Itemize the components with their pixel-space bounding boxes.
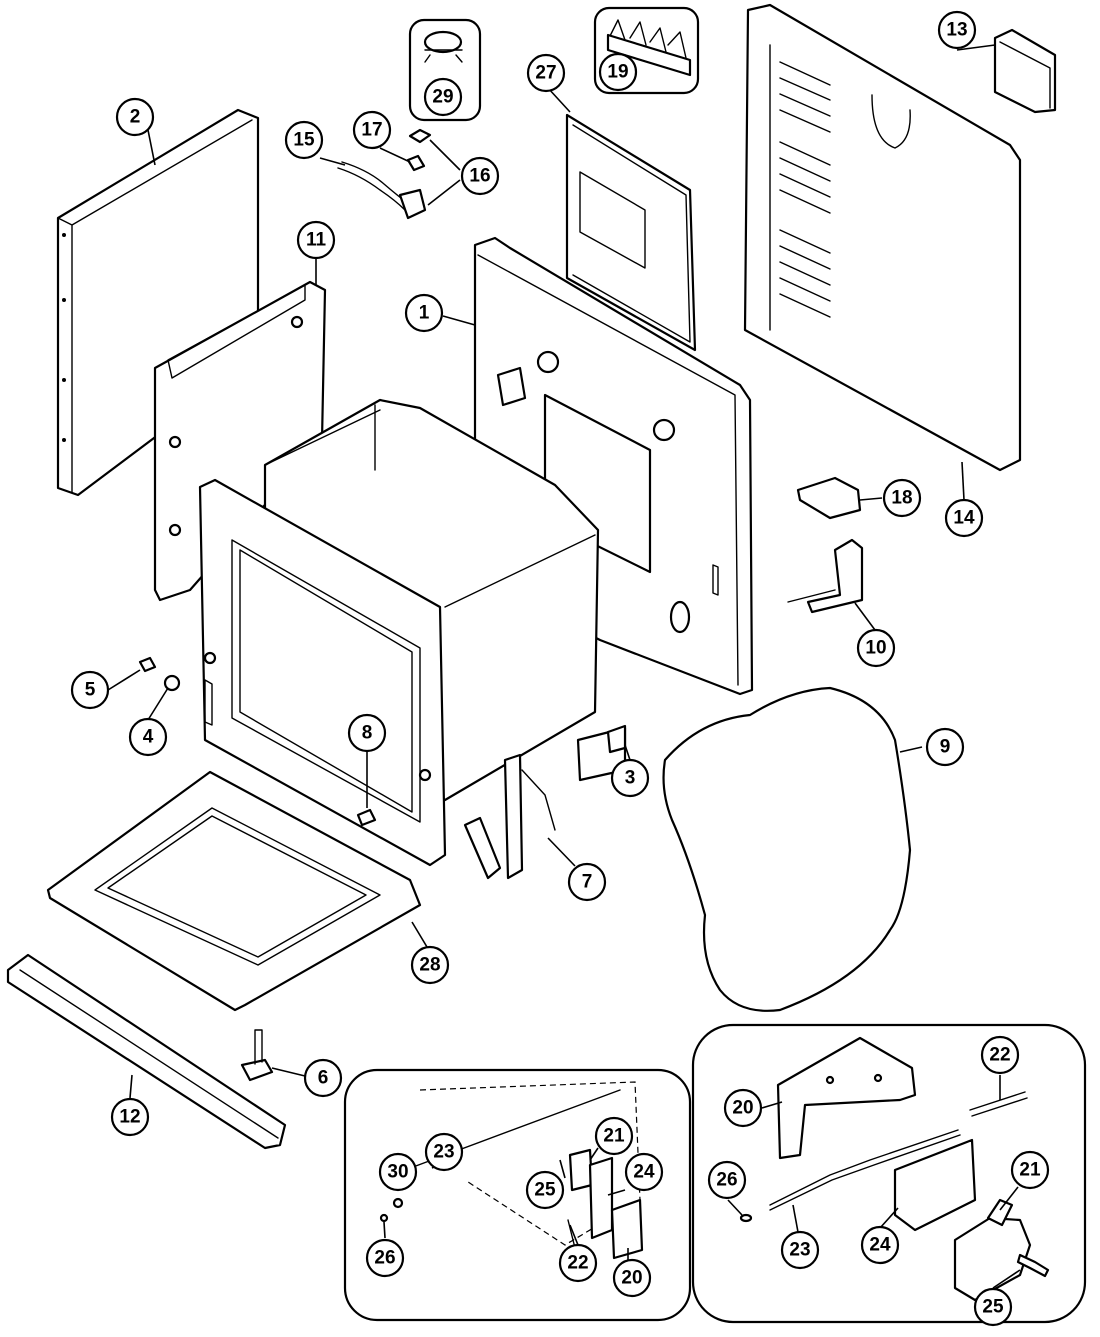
svg-text:12: 12: [119, 1107, 140, 1128]
svg-text:22: 22: [989, 1045, 1010, 1066]
svg-text:23: 23: [433, 1142, 454, 1163]
inset-lock-assembly-b: [691, 1023, 1087, 1324]
callout-19: 19: [598, 52, 638, 92]
callout-5: 5: [70, 670, 110, 710]
part-front-rail: [6, 953, 287, 1150]
callout-26-inset-b: 26: [707, 1160, 747, 1200]
svg-text:20: 20: [732, 1098, 753, 1119]
inset-lock-assembly-a: [343, 1068, 692, 1322]
part-door-hinge: [463, 753, 556, 880]
callout-22-inset-a: 22: [558, 1243, 598, 1283]
callout-29: 29: [423, 77, 463, 117]
part-bracket-18: [796, 476, 862, 520]
svg-text:23: 23: [789, 1240, 810, 1261]
part-small-bracket: [993, 28, 1057, 114]
part-oven-cavity: [198, 398, 600, 867]
part-terminal-block-box: [593, 6, 700, 95]
callout-8: 8: [347, 713, 387, 753]
part-oven-bottom: [46, 770, 422, 1012]
part-leveling-leg: [240, 1029, 274, 1082]
callout-30: 30: [378, 1152, 418, 1192]
callout-23-inset-b: 23: [780, 1230, 820, 1270]
svg-text:11: 11: [306, 230, 327, 251]
svg-text:25: 25: [982, 1297, 1004, 1318]
callout-10: 10: [856, 628, 896, 668]
callout-16: 16: [460, 156, 500, 196]
svg-text:6: 6: [318, 1068, 329, 1089]
svg-text:28: 28: [419, 955, 440, 976]
callout-25-inset-a: 25: [525, 1170, 565, 1210]
callout-24-inset-a: 24: [624, 1152, 664, 1192]
svg-text:15: 15: [293, 130, 315, 151]
callout-13: 13: [937, 10, 977, 50]
svg-text:16: 16: [469, 166, 490, 187]
callout-23-inset-a: 23: [424, 1132, 464, 1172]
callout-9: 9: [925, 727, 965, 767]
part-bracket-10: [787, 538, 864, 614]
part-screw-and-nut: [138, 656, 181, 692]
svg-text:1: 1: [419, 303, 430, 324]
svg-text:27: 27: [535, 63, 556, 84]
svg-text:14: 14: [953, 508, 975, 529]
leader-lines: [107, 44, 1021, 1289]
callout-7: 7: [567, 862, 607, 902]
svg-text:10: 10: [865, 638, 886, 659]
svg-text:4: 4: [143, 727, 154, 748]
callout-3: 3: [610, 758, 650, 798]
svg-text:25: 25: [534, 1180, 556, 1201]
part-gas-fitting: [337, 128, 432, 220]
callout-17: 17: [352, 110, 392, 150]
callout-14: 14: [944, 498, 984, 538]
callout-22-inset-b: 22: [980, 1035, 1020, 1075]
svg-text:29: 29: [432, 87, 453, 108]
callout-26-inset-a: 26: [365, 1238, 405, 1278]
svg-text:20: 20: [621, 1268, 642, 1289]
part-window-panel: [565, 113, 697, 352]
callout-21-inset-b: 21: [1010, 1150, 1050, 1190]
svg-text:3: 3: [625, 768, 636, 789]
callout-11: 11: [296, 220, 336, 260]
svg-text:21: 21: [603, 1126, 625, 1147]
svg-text:26: 26: [374, 1248, 395, 1269]
svg-text:17: 17: [361, 120, 382, 141]
svg-text:8: 8: [362, 723, 373, 744]
callout-12: 12: [110, 1097, 150, 1137]
callout-20-inset-b: 20: [723, 1088, 763, 1128]
svg-text:21: 21: [1019, 1160, 1041, 1181]
svg-text:7: 7: [582, 872, 593, 893]
svg-text:22: 22: [567, 1253, 588, 1274]
svg-text:24: 24: [633, 1162, 655, 1183]
callout-27: 27: [526, 53, 566, 93]
svg-text:9: 9: [940, 737, 951, 758]
svg-text:2: 2: [130, 107, 141, 128]
callout-4: 4: [128, 717, 168, 757]
svg-text:26: 26: [716, 1170, 737, 1191]
svg-text:19: 19: [607, 62, 628, 83]
svg-text:18: 18: [891, 488, 912, 509]
svg-text:13: 13: [946, 20, 967, 41]
callout-6: 6: [303, 1058, 343, 1098]
callout-24-inset-b: 24: [860, 1225, 900, 1265]
svg-text:30: 30: [387, 1162, 408, 1183]
callout-15: 15: [284, 120, 324, 160]
part-rear-panel: [743, 3, 1022, 472]
callout-18: 18: [882, 478, 922, 518]
callout-2: 2: [115, 97, 155, 137]
part-screw: [356, 808, 377, 827]
part-thermostat-box: [408, 18, 482, 122]
svg-text:24: 24: [869, 1235, 891, 1256]
svg-text:5: 5: [85, 680, 96, 701]
callout-28: 28: [410, 945, 450, 985]
callout-20-inset-a: 20: [612, 1258, 652, 1298]
callout-1: 1: [404, 293, 444, 333]
part-insulation: [662, 686, 912, 1012]
callout-21-inset-a: 21: [594, 1116, 634, 1156]
callout-25-inset-b: 25: [973, 1287, 1013, 1327]
